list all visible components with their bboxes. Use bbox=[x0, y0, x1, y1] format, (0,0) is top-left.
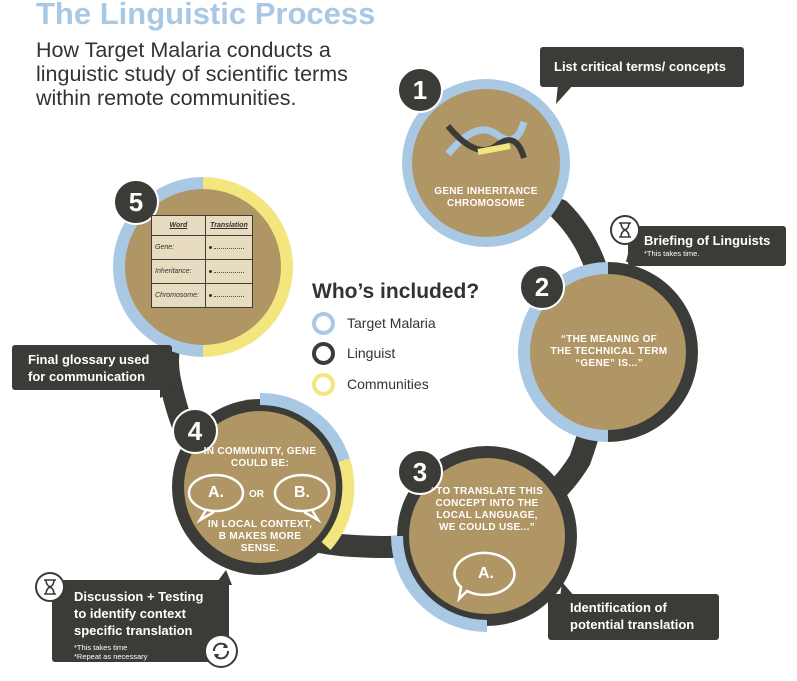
speech-bubble-icon bbox=[453, 551, 516, 603]
table-row: Gene: bbox=[151, 235, 254, 260]
hourglass-icon bbox=[35, 572, 65, 602]
step-3-circle bbox=[391, 446, 577, 632]
step-3-bubble-label: A. bbox=[478, 565, 494, 582]
step-4-circle bbox=[172, 392, 355, 575]
legend-label: Linguist bbox=[347, 345, 396, 361]
bubble-b-icon bbox=[273, 473, 331, 524]
step-4-callout-note-1: *This takes time bbox=[74, 643, 128, 652]
legend-item-target-malaria: Target Malaria bbox=[312, 311, 436, 335]
step-4-bubble-a-label: A. bbox=[208, 484, 224, 501]
step-2-number: 2 bbox=[519, 264, 565, 310]
glossary-word: Chromosome: bbox=[151, 283, 206, 308]
glossary-translation bbox=[204, 283, 254, 308]
page-title: The Linguistic Process bbox=[36, 0, 376, 31]
step-3-number: 3 bbox=[397, 449, 443, 495]
legend-label: Communities bbox=[347, 376, 429, 392]
legend-item-linguist: Linguist bbox=[312, 341, 395, 365]
glossary-header-word: Word bbox=[151, 215, 206, 236]
page-subtitle: How Target Malaria conducts a linguistic… bbox=[36, 38, 348, 110]
step-4-callout-note-2: *Repeat as necessary bbox=[74, 652, 148, 661]
step-1-callout-text: List critical terms/ concepts bbox=[554, 59, 726, 74]
step-3-callout-text: Identification of potential translation bbox=[570, 600, 695, 632]
hourglass-icon bbox=[610, 215, 640, 245]
legend-swatch-yellow bbox=[312, 372, 335, 396]
legend-title: Who’s included? bbox=[312, 280, 480, 303]
glossary-word: Gene: bbox=[151, 235, 206, 260]
legend-swatch-blue bbox=[312, 311, 335, 335]
table-row: Chromosome: bbox=[151, 283, 254, 308]
step-4-or-label: OR bbox=[249, 489, 264, 500]
bubble-a-icon bbox=[187, 473, 245, 524]
step-1-number: 1 bbox=[397, 67, 443, 113]
refresh-icon bbox=[204, 634, 238, 668]
step-4-number: 4 bbox=[172, 408, 218, 454]
glossary-translation bbox=[204, 235, 254, 260]
step-4-text-top: In community, gene could be: bbox=[203, 446, 317, 469]
step-4-bubble-b-label: B. bbox=[294, 484, 310, 501]
step-3-text: “To translate this concept into the loca… bbox=[430, 486, 544, 533]
step-3-callout: Identification of potential translation bbox=[548, 594, 719, 640]
step-2-text: “The meaning of the technical term “gene… bbox=[550, 334, 668, 369]
step-5-callout-text: Final glossary used for communication bbox=[28, 352, 150, 384]
glossary-table: Word Translation Gene: Inheritance: Chro… bbox=[151, 215, 254, 308]
step-1-callout: List critical terms/ concepts bbox=[540, 47, 744, 87]
glossary-word: Inheritance: bbox=[151, 259, 206, 284]
step-1-text: Gene inheritance chromosome bbox=[434, 186, 538, 209]
step-2-callout-note: *This takes time. bbox=[644, 249, 700, 258]
glossary-header-translation: Translation bbox=[204, 215, 254, 236]
step-2-callout: Briefing of Linguists *This takes time. bbox=[628, 226, 786, 266]
legend-label: Target Malaria bbox=[347, 315, 436, 331]
legend-swatch-dark bbox=[312, 341, 335, 365]
glossary-translation bbox=[204, 259, 254, 284]
dna-icon bbox=[445, 120, 528, 159]
step-5-callout: Final glossary used for communication bbox=[12, 345, 172, 390]
step-4-callout-text: Discussion + Testing to identify context… bbox=[74, 589, 204, 638]
step-2-callout-text: Briefing of Linguists bbox=[644, 233, 771, 248]
step-4-text-bottom: In local context, B makes more sense. bbox=[207, 519, 313, 554]
table-row: Inheritance: bbox=[151, 259, 254, 284]
legend-item-communities: Communities bbox=[312, 372, 429, 396]
step-4-callout: Discussion + Testing to identify context… bbox=[52, 580, 229, 662]
